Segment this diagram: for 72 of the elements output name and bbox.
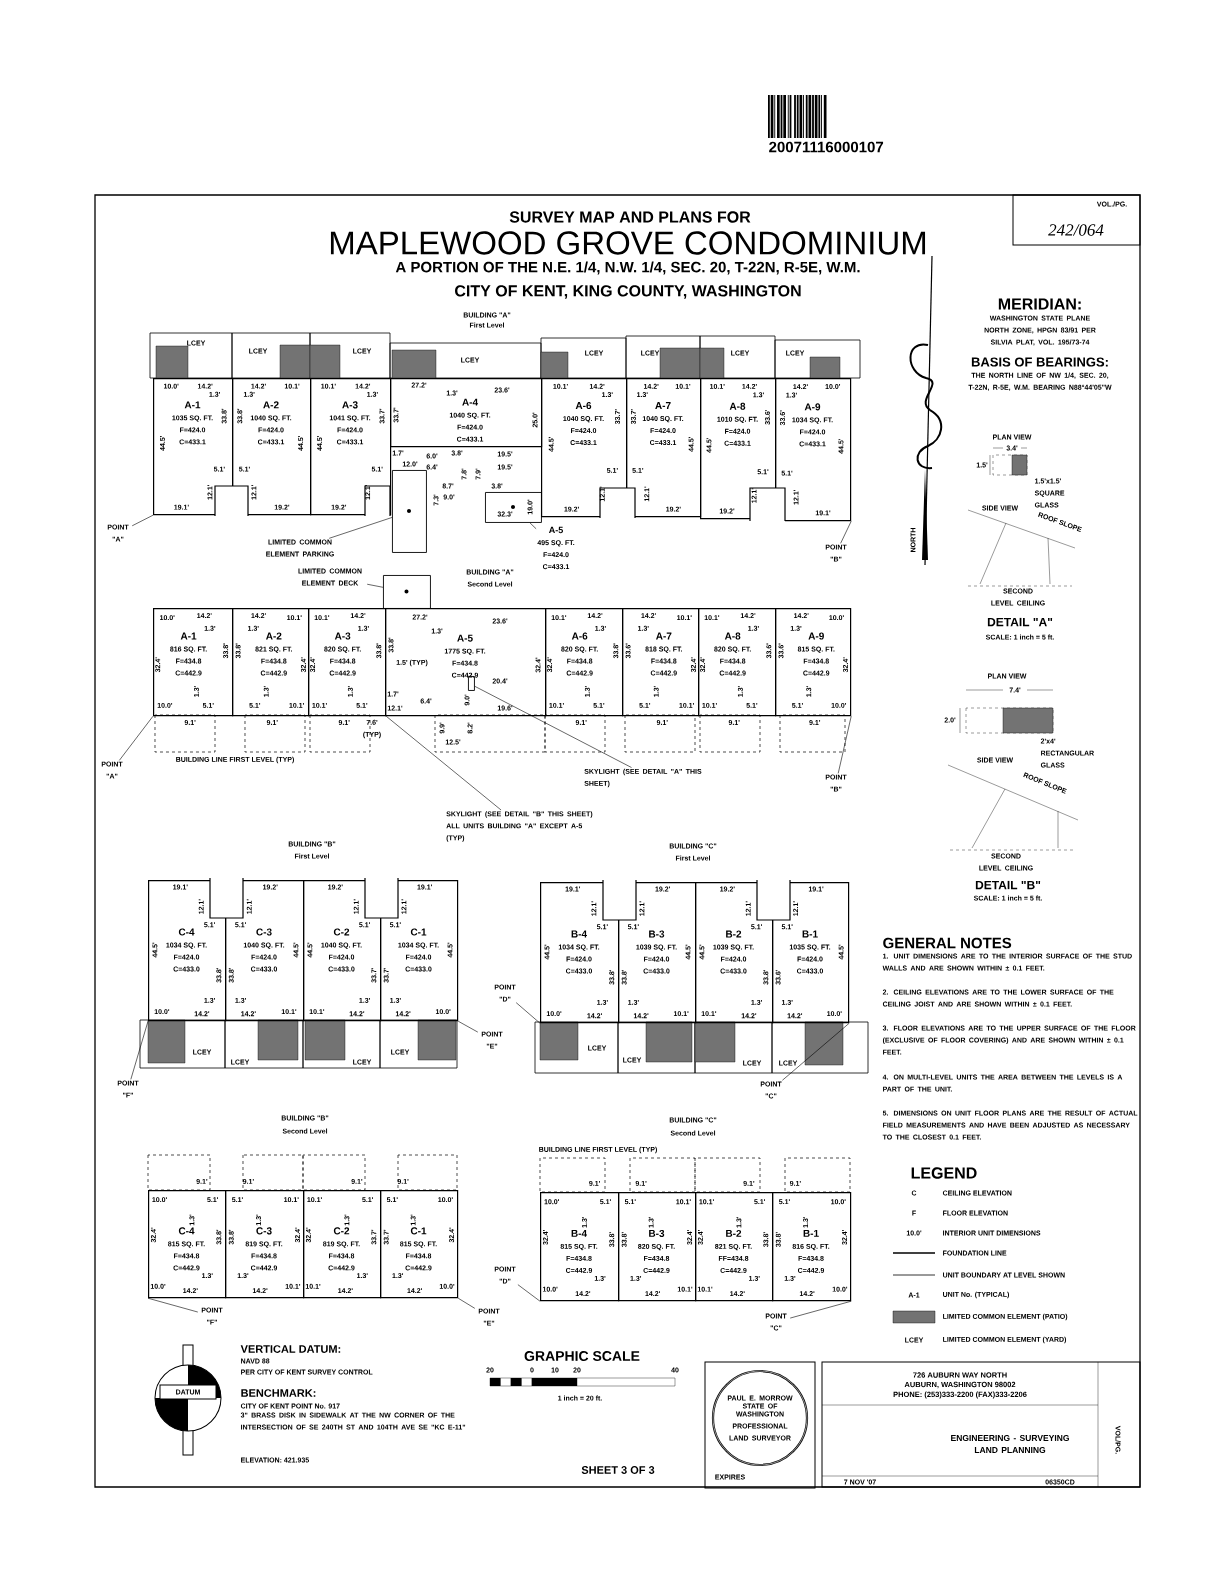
leader-line <box>789 1300 852 1319</box>
unit-number: C-1 <box>410 1227 427 1235</box>
leader-line <box>515 1002 541 1024</box>
unit-number: B-4 <box>571 1229 587 1237</box>
unit-number: A-6 <box>575 402 592 410</box>
leader-line <box>119 715 154 761</box>
title: MAPLEWOOD GROVE CONDOMINIUM <box>330 231 926 255</box>
unit-number: A-8 <box>729 402 746 410</box>
unit-number: A-2 <box>266 632 282 640</box>
leader-line <box>131 514 154 527</box>
unit-number: B-1 <box>802 930 818 938</box>
unit-number: A-2 <box>263 401 279 409</box>
leader-line <box>328 517 393 539</box>
unit-number: C-4 <box>178 1227 195 1235</box>
area-outline <box>392 470 427 553</box>
area-outline <box>383 575 431 609</box>
leader-line <box>366 583 384 588</box>
detail-title: DETAIL "B" <box>975 880 1041 890</box>
unit-number: C-1 <box>410 928 427 936</box>
unit-number: C-2 <box>333 1227 350 1235</box>
unit-number: B-2 <box>726 1229 742 1237</box>
legend-heading: LEGEND <box>911 1167 977 1179</box>
unit-number: B-4 <box>571 930 587 938</box>
leader-line <box>385 715 502 811</box>
unit-number: C-3 <box>256 1227 272 1235</box>
unit-number: A-7 <box>655 402 671 409</box>
leader-line <box>782 1022 850 1081</box>
heading: SURVEY MAP AND PLANS FOR <box>509 211 751 223</box>
unit-number: A-5 <box>548 526 563 534</box>
unit-number: A-1 <box>180 632 197 640</box>
leader-line <box>837 715 852 774</box>
sheet-number: SHEET 3 OF 3 <box>581 1466 655 1474</box>
area-outline <box>468 676 475 691</box>
unit-number: A-1 <box>184 401 201 409</box>
stamp-number: 20071116000107 <box>769 141 884 153</box>
unit-number: A-3 <box>342 401 358 409</box>
unit-number: B-3 <box>649 930 665 938</box>
unit-number: C-2 <box>333 928 350 936</box>
leader-line <box>457 1020 479 1033</box>
datum-heading: VERTICAL DATUM: <box>240 1345 341 1353</box>
unit-number: B-2 <box>726 930 742 938</box>
unit-number: A-7 <box>656 632 672 640</box>
unit-number: A-5 <box>457 634 473 642</box>
leader-line <box>840 520 852 544</box>
leader-line <box>147 1297 199 1313</box>
area-outline <box>485 492 542 523</box>
firm-tagline: ENGINEERING - SURVEYING LAND PLANNING <box>951 1435 1069 1453</box>
unit-number: C-3 <box>256 928 272 936</box>
leader-line <box>130 1020 149 1080</box>
unit-number: A-3 <box>334 632 351 640</box>
section-heading: MERIDIAN: <box>998 298 1081 310</box>
unit-number: A-9 <box>808 632 824 640</box>
unit-number: A-4 <box>462 398 479 406</box>
datum-heading: BENCHMARK: <box>241 1389 316 1397</box>
scale-heading: GRAPHIC SCALE <box>524 1351 640 1361</box>
unit-number: B-3 <box>649 1229 665 1237</box>
subheading: CITY OF KENT, KING COUNTY, WASHINGTON <box>455 285 801 299</box>
leader-line <box>474 686 632 768</box>
leader-line <box>529 522 537 530</box>
unit-number: A-8 <box>724 632 741 640</box>
detail-title: DETAIL "A" <box>987 617 1053 627</box>
handwritten-number: 242/064 <box>1048 224 1104 236</box>
leader-line <box>517 1284 541 1302</box>
section-heading: BASIS OF BEARINGS: <box>971 357 1108 367</box>
unit-number: A-6 <box>571 632 588 640</box>
leader-line <box>457 1297 476 1309</box>
surveyor-seal <box>711 1369 809 1467</box>
unit-number: B-1 <box>803 1229 819 1237</box>
unit-number: C-4 <box>178 928 195 936</box>
notes-heading: GENERAL NOTES <box>883 937 1012 949</box>
unit-number: A-9 <box>804 403 821 411</box>
subheading: A PORTION OF THE N.E. 1/4, N.W. 1/4, SEC. 20, T-22N, R-5E, W.M. <box>395 261 860 275</box>
